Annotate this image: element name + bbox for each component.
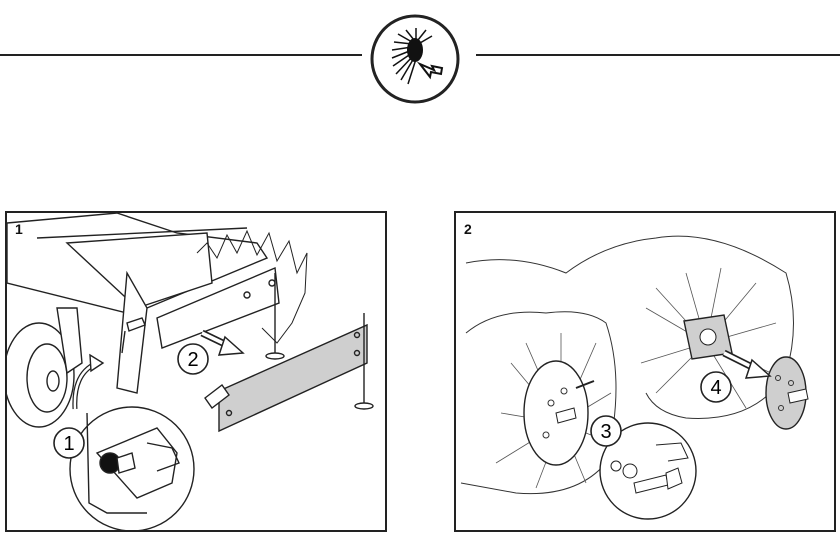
header-rule-left bbox=[0, 54, 362, 56]
brush-removal-icon bbox=[370, 14, 460, 104]
header-rule-right bbox=[476, 54, 840, 56]
figure-1-illustration: 2 1 bbox=[7, 213, 374, 530]
figure-number: 2 bbox=[464, 221, 472, 237]
figure-2-illustration: 4 3 bbox=[460, 235, 809, 520]
callout-3: 3 bbox=[600, 421, 611, 443]
figure-2-panel: 4 3 2 bbox=[454, 211, 836, 532]
figure-1-panel: 2 1 1 bbox=[5, 211, 387, 532]
callout-2: 2 bbox=[187, 349, 198, 371]
figure-number: 1 bbox=[15, 221, 23, 237]
callout-1: 1 bbox=[63, 433, 74, 455]
callout-4: 4 bbox=[710, 377, 721, 399]
